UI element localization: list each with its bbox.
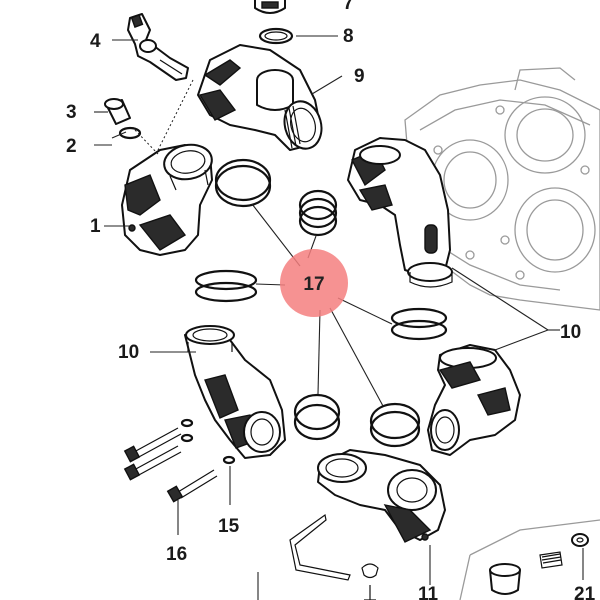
bottom-right-parts bbox=[459, 519, 600, 600]
callout-9: 9 bbox=[354, 66, 365, 87]
highlight-circle bbox=[280, 249, 348, 317]
callout-10-right: 10 bbox=[560, 322, 581, 343]
leader-lines bbox=[94, 35, 584, 600]
part-7-cap bbox=[254, 0, 286, 14]
part-11-throttle-body bbox=[317, 449, 446, 600]
washer-2 bbox=[180, 433, 194, 443]
callout-11: 11 bbox=[418, 584, 439, 600]
washer-3 bbox=[222, 455, 236, 465]
upper-right-throttle-assembly bbox=[347, 137, 453, 288]
callout-1: 1 bbox=[90, 216, 101, 237]
bolt-2 bbox=[123, 445, 182, 481]
part-3-plug bbox=[104, 98, 131, 125]
lower-right-throttle-assembly bbox=[427, 344, 521, 456]
callout-16: 16 bbox=[166, 544, 187, 565]
wire-bracket bbox=[289, 513, 351, 581]
callout-8: 8 bbox=[343, 26, 354, 47]
oring-set-upper-center bbox=[214, 158, 338, 237]
part-10-left-throttle bbox=[184, 325, 286, 459]
callout-2: 2 bbox=[66, 136, 77, 157]
callout-15: 15 bbox=[218, 516, 240, 537]
callout-labels: 7 8 4 9 3 2 1 17 10 10 15 16 11 21 bbox=[66, 0, 596, 600]
callout-3: 3 bbox=[66, 102, 77, 123]
part-8-oring bbox=[258, 27, 294, 45]
callout-4: 4 bbox=[90, 31, 101, 52]
oring-set-left bbox=[194, 269, 258, 303]
bolt-3 bbox=[166, 469, 218, 503]
bolt-1 bbox=[123, 427, 182, 463]
callout-21: 21 bbox=[574, 584, 596, 600]
part-9-throttle-body bbox=[197, 44, 323, 151]
part-2-washer bbox=[118, 126, 142, 140]
callout-17: 17 bbox=[303, 274, 324, 295]
oring-set-lower bbox=[293, 393, 421, 448]
callout-7: 7 bbox=[343, 0, 354, 14]
part-1-intake-elbow bbox=[121, 143, 213, 256]
callout-10-left: 10 bbox=[118, 342, 139, 363]
part-4-valve bbox=[127, 13, 189, 81]
washer-1 bbox=[180, 418, 194, 428]
oring-set-right bbox=[390, 307, 448, 341]
bolt-set bbox=[123, 418, 236, 503]
